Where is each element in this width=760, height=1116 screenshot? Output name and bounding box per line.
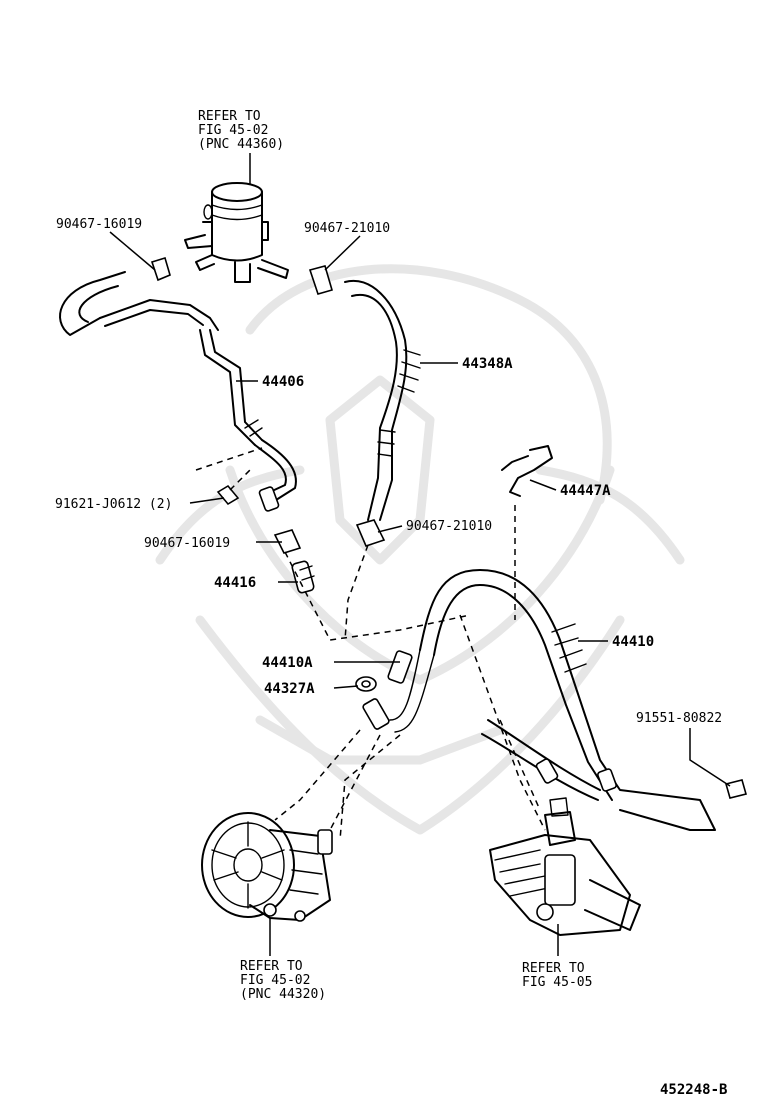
ref-gear-line-1: REFER TO bbox=[522, 961, 585, 976]
label-44410: 44410 bbox=[612, 634, 654, 650]
clip-90467-16019-lower bbox=[273, 529, 302, 554]
ref-reservoir-line-3: (PNC 44360) bbox=[198, 137, 284, 152]
label-44447a: 44447A bbox=[560, 483, 611, 499]
bolt-44410a-illustration bbox=[387, 650, 413, 684]
bolt-91551-illustration bbox=[725, 779, 747, 799]
ref-gear-line-2: FIG 45-05 bbox=[522, 975, 592, 990]
label-90467-21010-lower: 90467-21010 bbox=[406, 519, 492, 534]
fitting-pump-outlet bbox=[362, 698, 390, 730]
bracket-44447a-illustration bbox=[501, 445, 553, 497]
reference-reservoir: REFER TO FIG 45-02 (PNC 44360) bbox=[198, 109, 284, 152]
leader-lines bbox=[109, 153, 731, 956]
clip-90467-21010-lower bbox=[355, 519, 386, 547]
label-44410a: 44410A bbox=[262, 655, 313, 671]
label-90467-16019-upper: 90467-16019 bbox=[56, 217, 142, 232]
clip-90467-21010-upper bbox=[308, 265, 333, 295]
ref-reservoir-line-2: FIG 45-02 bbox=[198, 123, 268, 138]
label-44416: 44416 bbox=[214, 575, 256, 591]
reference-pump: REFER TO FIG 45-02 (PNC 44320) bbox=[240, 959, 326, 1002]
label-44348a: 44348A bbox=[462, 356, 513, 372]
watermark-emblem bbox=[155, 264, 685, 835]
clip-90467-16019-upper bbox=[150, 256, 171, 282]
label-91551-80822: 91551-80822 bbox=[636, 711, 722, 726]
steering-gear-illustration bbox=[489, 797, 641, 936]
dashed-guide-lines bbox=[195, 447, 546, 841]
hose-44406-illustration bbox=[59, 271, 297, 512]
diagram-id: 452248-B bbox=[660, 1082, 727, 1098]
hose-44410-illustration bbox=[389, 569, 716, 831]
reservoir-illustration bbox=[184, 182, 289, 283]
ref-pump-line-2: FIG 45-02 bbox=[240, 973, 310, 988]
label-44406: 44406 bbox=[262, 374, 304, 390]
hose-44348a-illustration bbox=[344, 279, 421, 521]
ref-pump-line-1: REFER TO bbox=[240, 959, 303, 974]
bolt-91621-illustration bbox=[216, 484, 240, 506]
ref-reservoir-line-1: REFER TO bbox=[198, 109, 261, 124]
label-90467-21010-upper: 90467-21010 bbox=[304, 221, 390, 236]
label-90467-16019-lower: 90467-16019 bbox=[144, 536, 230, 551]
union-44416-illustration bbox=[291, 560, 315, 594]
reference-gear: REFER TO FIG 45-05 bbox=[522, 961, 592, 990]
label-44327a: 44327A bbox=[264, 681, 315, 697]
label-91621-j0612: 91621-J0612 (2) bbox=[55, 497, 172, 512]
ref-pump-line-3: (PNC 44320) bbox=[240, 987, 326, 1002]
gasket-44327a-illustration bbox=[355, 676, 377, 692]
pump-illustration bbox=[201, 812, 333, 922]
